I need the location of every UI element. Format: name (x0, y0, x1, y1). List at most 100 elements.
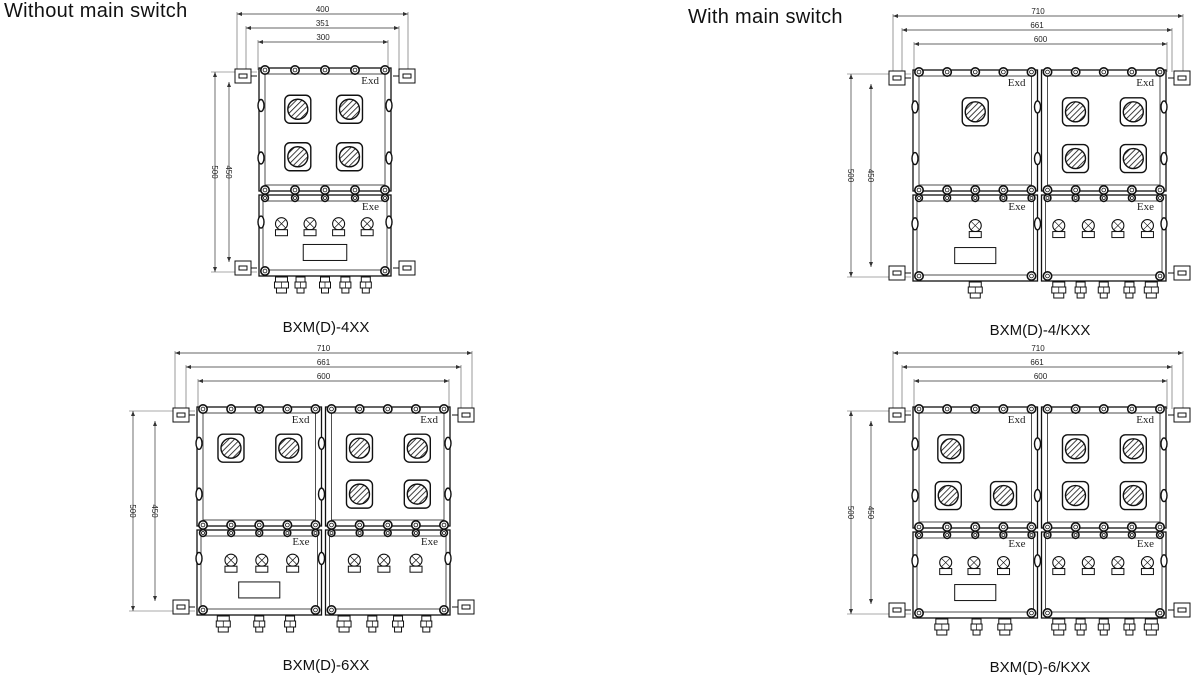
cable-gland-tail-icon (1125, 629, 1134, 636)
bolt-inner-icon (916, 610, 922, 616)
cable-gland-tail-icon (368, 626, 377, 633)
cable-gland-tail-icon (999, 629, 1011, 636)
bolt-inner-icon (1157, 610, 1163, 616)
bolt-inner-icon (1073, 533, 1078, 537)
bolt-inner-icon (1101, 187, 1107, 193)
lamp-cross-icon (941, 558, 950, 567)
bolt-icon (283, 528, 292, 538)
bolt-inner-icon (200, 406, 206, 412)
cable-gland-tail-icon (1145, 629, 1157, 636)
bolt-icon (998, 403, 1009, 414)
bolt-inner-icon (385, 522, 391, 528)
bolt-inner-icon (945, 533, 950, 537)
side-bolt-icon (1033, 151, 1042, 166)
bolt-icon (439, 528, 449, 538)
bolt-icon (320, 193, 330, 203)
cable-gland-icon (1098, 618, 1109, 625)
exd-enclosure (196, 406, 323, 527)
rotary-switch-icon (964, 101, 986, 123)
bolt-icon (1127, 530, 1137, 540)
mounting-slot-icon (1177, 270, 1187, 276)
dim-width-661: 661 (317, 358, 331, 367)
cable-gland-tail-icon (1053, 292, 1065, 299)
bolt-icon (1026, 185, 1037, 196)
bolt-inner-icon (1029, 533, 1034, 537)
bolt-inner-icon (1129, 406, 1135, 412)
cable-gland-icon (285, 615, 296, 622)
mounting-slot-icon (892, 75, 902, 81)
bolt-icon (913, 607, 924, 618)
display-window (238, 581, 281, 599)
bolt-icon (1027, 193, 1036, 203)
bolt-inner-icon (329, 531, 334, 535)
bolt-inner-icon (329, 522, 334, 528)
cable-gland-tail-icon (1125, 292, 1134, 299)
exd-label: Exd (292, 414, 310, 426)
cable-gland-icon (1144, 618, 1158, 625)
bolt-icon (1042, 607, 1053, 618)
bolt-icon (380, 193, 390, 203)
dim-height-500: 500 (128, 504, 137, 518)
cable-gland-tail-icon (361, 287, 370, 294)
bolt-inner-icon (285, 522, 290, 528)
mounting-slot-icon (402, 265, 412, 271)
cable-gland-tail-icon (275, 287, 287, 294)
bolt-icon (1042, 521, 1053, 532)
bolt-icon (198, 604, 209, 615)
cable-gland-icon (340, 276, 351, 283)
bolt-icon (198, 528, 208, 538)
lamp-cross-icon (288, 555, 297, 565)
cable-gland-tail-icon (217, 626, 229, 633)
bolt-icon (942, 403, 953, 414)
bolt-icon (1070, 67, 1081, 78)
bolt-inner-icon (441, 522, 447, 528)
bolt-inner-icon (973, 533, 978, 537)
mounting-slot-icon (1177, 75, 1187, 81)
side-bolt-icon (195, 551, 203, 566)
bolt-inner-icon (201, 531, 205, 535)
bolt-icon (942, 521, 953, 532)
bolt-icon (254, 519, 265, 530)
bolt-icon (410, 519, 421, 530)
bolt-inner-icon (916, 406, 922, 412)
bolt-icon (326, 403, 337, 414)
side-bolt-icon (1033, 100, 1042, 114)
cable-gland-tail-icon (1099, 629, 1108, 636)
side-bolt-icon (1160, 217, 1168, 231)
bolt-inner-icon (1129, 196, 1134, 200)
cable-gland-icon (998, 618, 1012, 625)
bolt-icon (438, 519, 449, 530)
lamp-cross-icon (1054, 558, 1064, 567)
dim-height-450: 450 (150, 504, 159, 518)
bolt-inner-icon (1045, 187, 1050, 193)
cable-gland-icon (1075, 281, 1086, 288)
bolt-icon (913, 521, 924, 532)
lamp-base-icon (274, 229, 288, 237)
display-window (954, 247, 997, 265)
bolt-inner-icon (382, 187, 388, 193)
bolt-inner-icon (1158, 196, 1162, 200)
lamp-cross-icon (350, 555, 359, 565)
mounting-slot-icon (176, 412, 186, 418)
bolt-inner-icon (313, 531, 318, 535)
bolt-inner-icon (1029, 69, 1034, 75)
bolt-inner-icon (322, 67, 328, 73)
bolt-icon (1155, 185, 1166, 196)
bolt-icon (971, 530, 980, 540)
side-bolt-icon (1033, 437, 1042, 451)
dim-width-600: 600 (1034, 35, 1048, 44)
bolt-inner-icon (352, 187, 358, 193)
bolt-icon (1099, 530, 1108, 540)
rotary-switch-icon (1122, 438, 1145, 460)
lamp-base-icon (409, 565, 423, 573)
lamp-cross-icon (334, 219, 343, 228)
rotary-switch-icon (348, 483, 371, 505)
bolt-icon (1098, 403, 1109, 414)
mounting-slot-icon (461, 412, 471, 418)
bolt-inner-icon (916, 69, 922, 75)
bolt-inner-icon (256, 406, 262, 412)
bolt-icon (1126, 403, 1137, 414)
bolt-icon (1098, 521, 1109, 532)
